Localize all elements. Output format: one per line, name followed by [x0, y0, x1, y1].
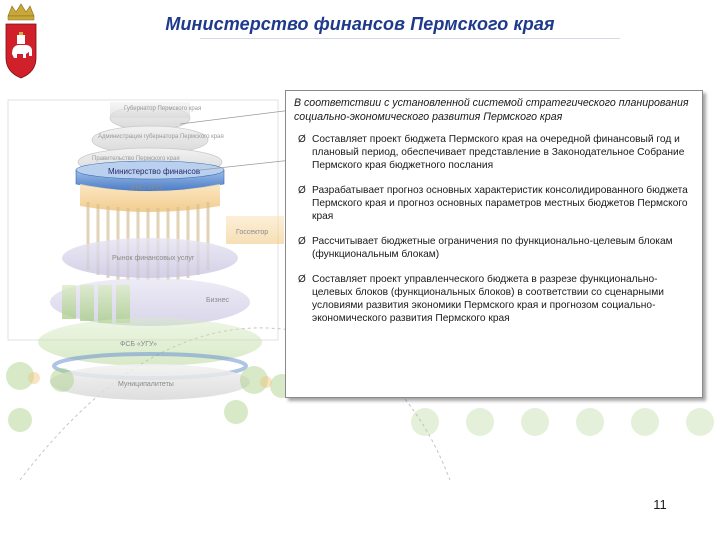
- list-item-text: Составляет проект бюджета Пермского края…: [312, 134, 685, 171]
- list-item: Ø Составляет проект бюджета Пермского кр…: [294, 133, 694, 172]
- list-item-text: Составляет проект управленческого бюджет…: [312, 274, 664, 324]
- label-business: Бизнес: [206, 297, 229, 304]
- list-item: Ø Рассчитывает бюджетные ограничения по …: [294, 235, 694, 261]
- label-gossektor: Госсектор: [236, 229, 268, 236]
- label-admin-governor: Администрация губернатора Пермского края: [98, 134, 224, 140]
- label-market: Рынок финансовых услуг: [112, 255, 195, 262]
- list-item-text: Разрабатывает прогноз основных характери…: [312, 185, 688, 222]
- page-title: Министерство финансов Пермского края: [165, 14, 555, 34]
- structure-illustration: Губернатор Пермского края Администрация …: [6, 99, 714, 481]
- title-divider: [200, 38, 620, 39]
- label-ministry: Министерство финансов: [108, 167, 200, 176]
- arrow-bullet-icon: Ø: [298, 134, 306, 145]
- perm-krai-coat-of-arms-icon: [5, 3, 37, 79]
- arrow-bullet-icon: Ø: [298, 236, 306, 247]
- ministry-functions-panel: В соответствии с установленной системой …: [285, 90, 703, 398]
- label-fns: ФНС «РТ»: [130, 185, 164, 192]
- label-governor: Губернатор Пермского края: [124, 106, 201, 112]
- label-fss: ФСБ «УГУ»: [120, 341, 157, 348]
- arrow-bullet-icon: Ø: [298, 185, 306, 196]
- list-item: Ø Разрабатывает прогноз основных характе…: [294, 184, 694, 223]
- list-item-text: Рассчитывает бюджетные ограничения по фу…: [312, 236, 673, 260]
- list-item: Ø Составляет проект управленческого бюдж…: [294, 273, 694, 325]
- label-government: Правительство Пермского края: [92, 156, 180, 162]
- page-number: 11: [653, 497, 667, 512]
- arrow-bullet-icon: Ø: [298, 274, 306, 285]
- label-municipalities: Муниципалитеты: [118, 381, 174, 388]
- panel-intro: В соответствии с установленной системой …: [294, 97, 689, 123]
